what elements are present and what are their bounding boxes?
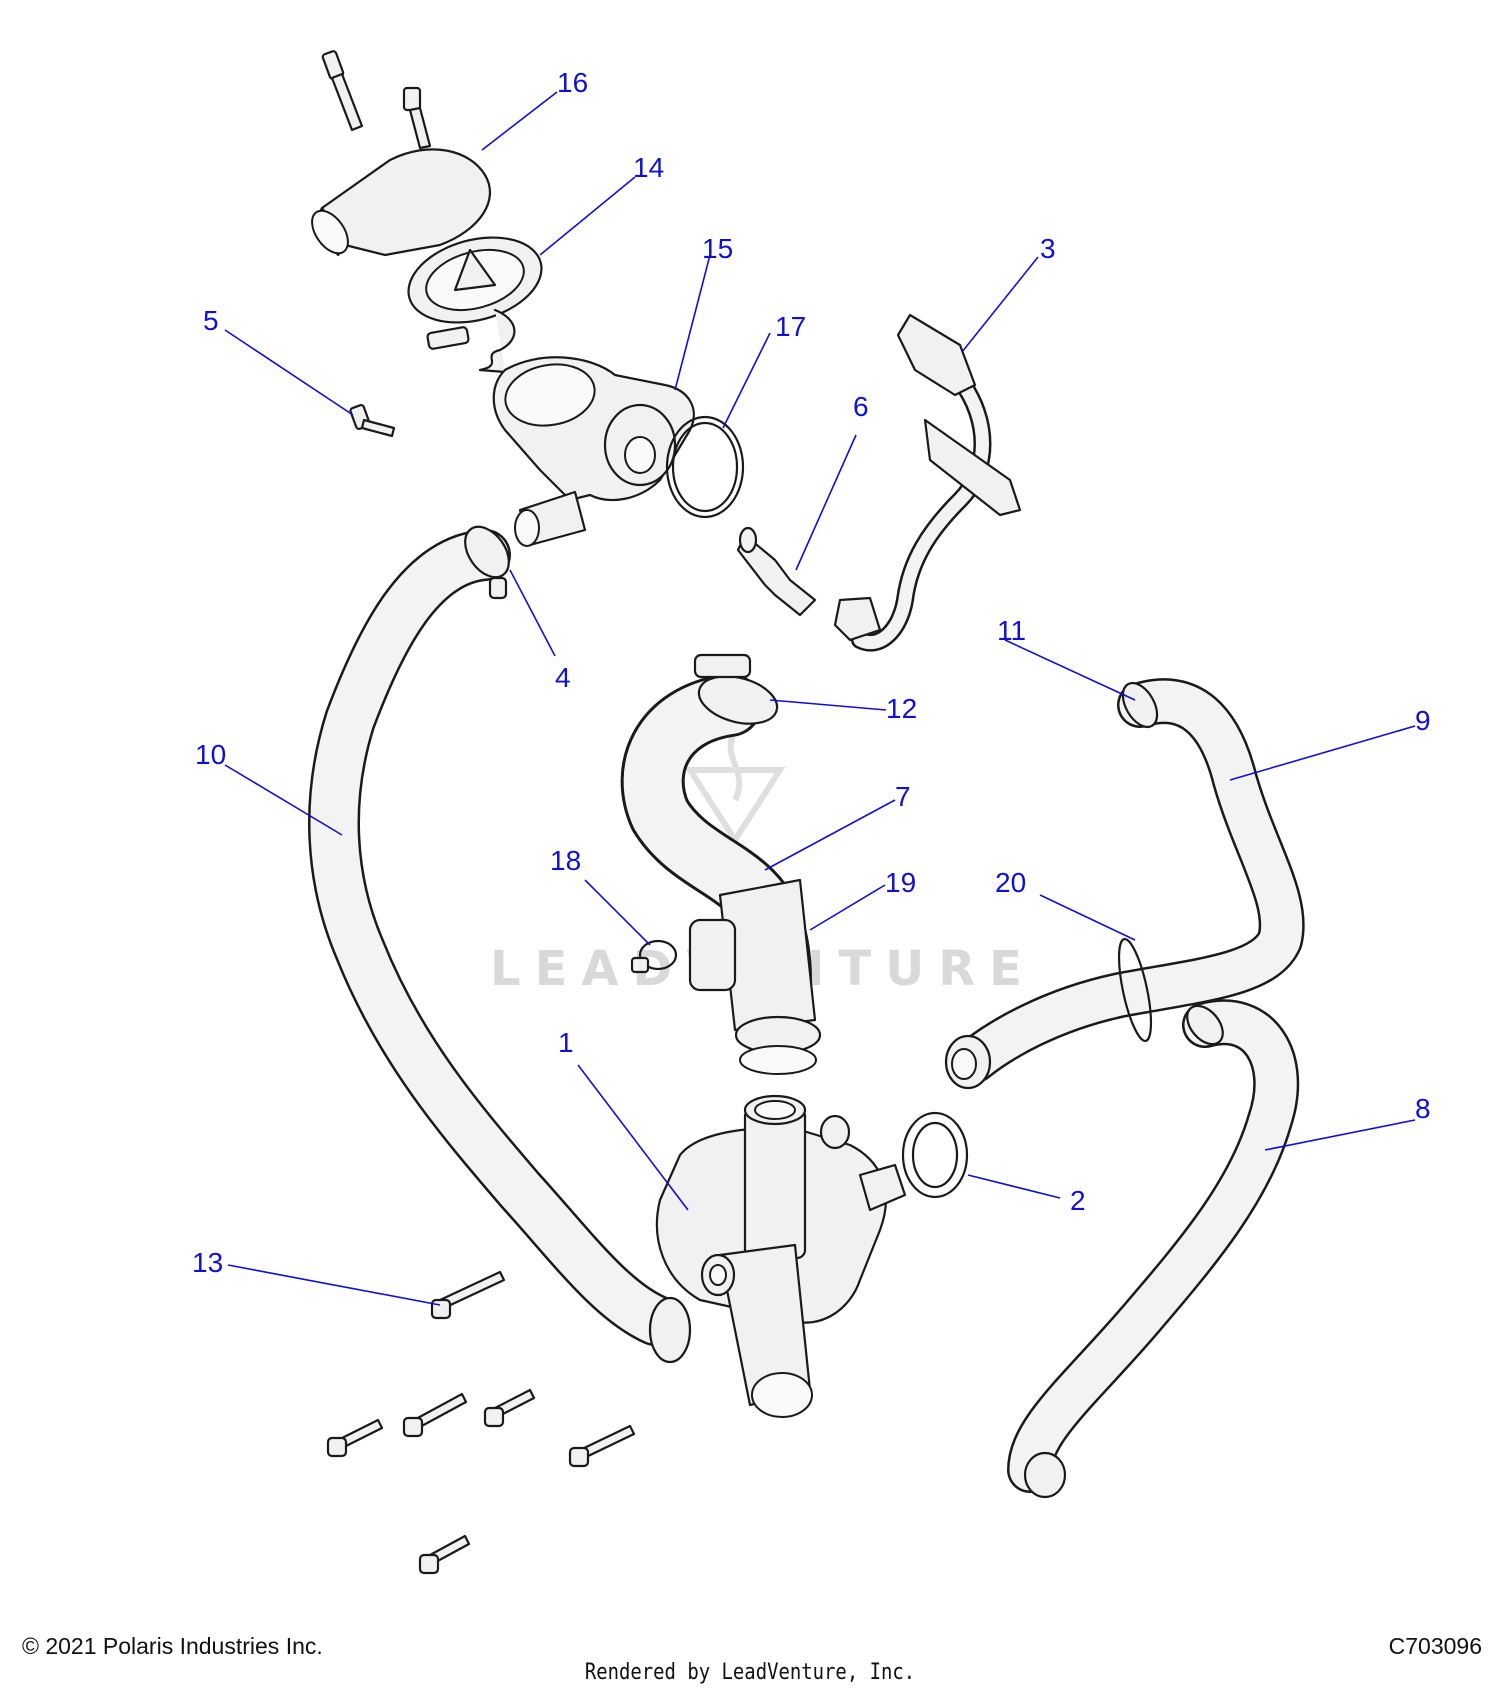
- watermark-logo: [684, 728, 786, 846]
- callout-19: 19: [885, 867, 916, 898]
- thermostat-14: [407, 236, 543, 374]
- rendered-by-text: Rendered by LeadVenture, Inc.: [584, 1660, 916, 1685]
- bolts-13: [326, 1270, 636, 1575]
- callout-3: 3: [1040, 233, 1056, 264]
- seal-ring-2: [901, 1111, 969, 1199]
- diagram-code: C703096: [1388, 1633, 1482, 1659]
- hose-9: [944, 678, 1305, 1090]
- o-ring-17: [665, 415, 745, 519]
- callout-12: 12: [886, 693, 917, 724]
- hose-10: [307, 525, 681, 1346]
- leader-lines: [224, 91, 1416, 1306]
- callout-11: 11: [997, 615, 1026, 646]
- callout-20: 20: [995, 867, 1026, 898]
- callout-7: 7: [895, 781, 911, 812]
- callout-13: 13: [192, 1247, 223, 1278]
- temp-sensor-6: [736, 526, 817, 617]
- callout-2: 2: [1070, 1185, 1086, 1216]
- callout-10: 10: [195, 739, 226, 770]
- thermostat-housing-15: [492, 356, 695, 547]
- clamp-18: [630, 939, 678, 974]
- thermostat-cover-16: [311, 50, 491, 257]
- callout-15: 15: [702, 233, 733, 264]
- bolt-5: [349, 404, 396, 438]
- callout-labels: 16 14 15 3 17 5 6 4 11 12 9 10 7 18 19 2…: [192, 67, 1431, 1278]
- callout-16: 16: [557, 67, 588, 98]
- callout-17: 17: [775, 311, 806, 342]
- callout-4: 4: [555, 662, 571, 693]
- callout-5: 5: [203, 305, 219, 336]
- hose-7: [620, 653, 822, 1075]
- callout-1: 1: [558, 1027, 574, 1058]
- callout-9: 9: [1415, 705, 1431, 736]
- callout-6: 6: [853, 391, 869, 422]
- callout-18: 18: [550, 845, 581, 876]
- o-ring-17-inner: [671, 421, 739, 513]
- hose-8: [1007, 999, 1300, 1499]
- copyright-text: © 2021 Polaris Industries Inc.: [22, 1633, 323, 1659]
- harness-3: [833, 313, 1022, 652]
- callout-14: 14: [633, 152, 664, 183]
- water-pump-1: [648, 1094, 907, 1418]
- seal-ring-2-inner: [911, 1121, 959, 1189]
- callout-8: 8: [1415, 1093, 1431, 1124]
